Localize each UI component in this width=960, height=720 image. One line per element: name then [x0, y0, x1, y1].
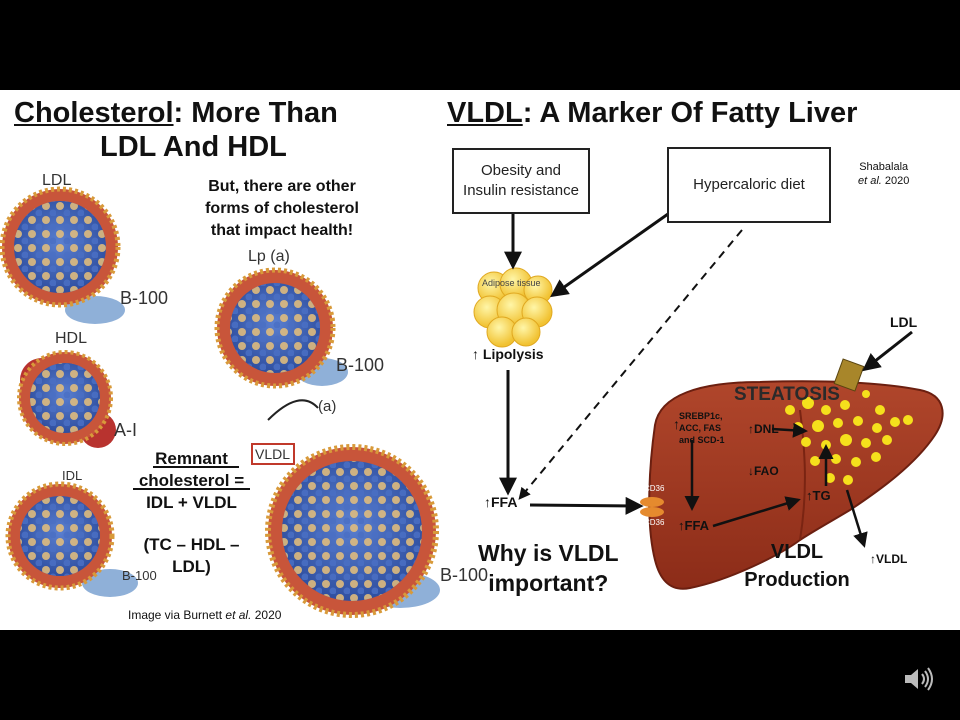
obesity-line-2: Insulin resistance: [463, 182, 579, 199]
ffa-liver-text: FFA: [684, 518, 710, 533]
steatosis-label: STEATOSIS: [734, 384, 840, 405]
production-line-2: Production: [744, 569, 850, 591]
credit-etal: et al.: [225, 608, 252, 622]
idl-label: IDL: [62, 468, 83, 483]
ffa-liver-label: ↑FFA: [678, 518, 709, 533]
hdl-particle: [17, 350, 116, 448]
up-arrow-icon: ↑: [673, 416, 680, 432]
obesity-box: Obesity and Insulin resistance: [452, 148, 590, 214]
ldl-label: LDL: [42, 172, 72, 189]
adipose-label: Adipose tissue: [482, 278, 541, 288]
remnant-line-3: IDL + VLDL: [146, 493, 237, 512]
remnant-line-4: (TC – HDL –: [143, 535, 240, 554]
ffa-left-text: FFA: [491, 494, 518, 510]
citation-name: Shabalala: [859, 161, 909, 173]
image-credit: Image via Burnett et al. 2020: [128, 608, 281, 622]
left-title-underlined: Cholesterol: [14, 97, 174, 129]
lipolysis-text: Lipolysis: [482, 346, 544, 362]
dnl-text: DNL: [754, 422, 779, 436]
cd36-bottom-label: CD36: [644, 518, 665, 527]
adipose-tissue: [473, 267, 553, 348]
up-arrow-icon: ↑: [484, 494, 491, 510]
vldl-particle: [265, 444, 440, 618]
production-line-1: VLDL: [770, 541, 824, 563]
citation-year: 2020: [881, 175, 910, 187]
production-text: VLDL Production: [732, 538, 862, 594]
up-arrow-icon: ↑: [472, 346, 479, 362]
intro-line-2: forms of cholesterol: [205, 200, 359, 217]
right-title-underlined: VLDL: [447, 97, 523, 129]
down-arrow-icon: ↓: [748, 464, 754, 478]
question-text: Why is VLDL important?: [478, 538, 619, 598]
genes-label: ↑ SREBP1c, ACC, FAS and SCD-1: [673, 410, 725, 446]
remnant-line-5: LDL): [172, 557, 211, 576]
left-title-line2: LDL And HDL: [100, 131, 287, 163]
ldl-b100-label: B-100: [120, 288, 169, 308]
hypercaloric-label: Hypercaloric diet: [693, 176, 805, 193]
idl-particle: [5, 481, 138, 597]
lpa-label: Lp (a): [248, 248, 290, 265]
vldl-out-text: VLDL: [876, 552, 908, 566]
vldl-b100-label: B-100: [440, 565, 489, 585]
flow-arrows: [499, 212, 913, 548]
cd36-top-label: CD36: [644, 484, 665, 493]
genes-line-2: ACC, FAS: [679, 423, 722, 433]
up-arrow-icon: ↑: [806, 488, 813, 503]
obesity-line-1: Obesity and: [480, 162, 562, 179]
tg-label: ↑TG: [806, 488, 831, 503]
lpa-particle: [214, 267, 348, 421]
left-title: Cholesterol: More Than LDL And HDL: [14, 96, 424, 164]
tg-text: TG: [812, 488, 831, 503]
lpa-tail-label: (a): [318, 398, 337, 415]
intro-line-3: that impact health!: [210, 222, 354, 239]
particle-art: [0, 186, 944, 618]
fao-text: FAO: [754, 464, 779, 478]
speaker-icon[interactable]: [902, 664, 936, 694]
credit-prefix: Image via Burnett: [128, 608, 226, 622]
right-title-rest: : A Marker Of Fatty Liver: [522, 97, 858, 129]
up-arrow-icon: ↑: [870, 552, 876, 566]
lipolysis-label: ↑ Lipolysis: [472, 346, 544, 362]
intro-text: But, there are other forms of cholestero…: [172, 176, 392, 242]
remnant-line-2: cholesterol =: [138, 471, 245, 490]
hdl-a1-label: A-I: [114, 420, 138, 440]
vldl-out-label: ↑VLDL: [870, 552, 907, 566]
intro-line-1: But, there are other: [208, 178, 356, 195]
idl-b100-label: B-100: [122, 568, 157, 583]
citation-etal: et al.: [858, 175, 882, 187]
vldl-box-label: VLDL: [255, 446, 291, 462]
remnant-line-1: Remnant: [155, 449, 228, 468]
credit-year: 2020: [251, 608, 282, 622]
genes-line-3: and SCD-1: [679, 435, 725, 445]
shabalala-citation: Shabalala et al. 2020: [858, 160, 909, 188]
ffa-left-label: ↑FFA: [484, 494, 517, 510]
right-title: VLDL: A Marker Of Fatty Liver: [447, 96, 857, 130]
genes-line-1: SREBP1c,: [679, 411, 723, 421]
hdl-label: HDL: [55, 330, 88, 347]
hypercaloric-box: Hypercaloric diet: [667, 147, 831, 223]
speaker-svg: [905, 667, 933, 691]
question-line-2: important?: [488, 570, 609, 596]
left-title-rest: : More Than: [173, 97, 338, 129]
question-line-1: Why is VLDL: [478, 540, 619, 566]
remnant-text: Remnant cholesterol = IDL + VLDL (TC – H…: [124, 448, 259, 578]
up-arrow-icon: ↑: [748, 422, 754, 436]
slide: Cholesterol: More Than LDL And HDL But, …: [0, 90, 960, 630]
ldl-particle: [0, 186, 125, 324]
up-arrow-icon: ↑: [678, 518, 685, 533]
fao-label: ↓FAO: [748, 464, 779, 478]
dnl-label: ↑DNL: [748, 422, 779, 436]
ldl-right-label: LDL: [890, 314, 918, 330]
lpa-b100-label: B-100: [336, 355, 385, 375]
